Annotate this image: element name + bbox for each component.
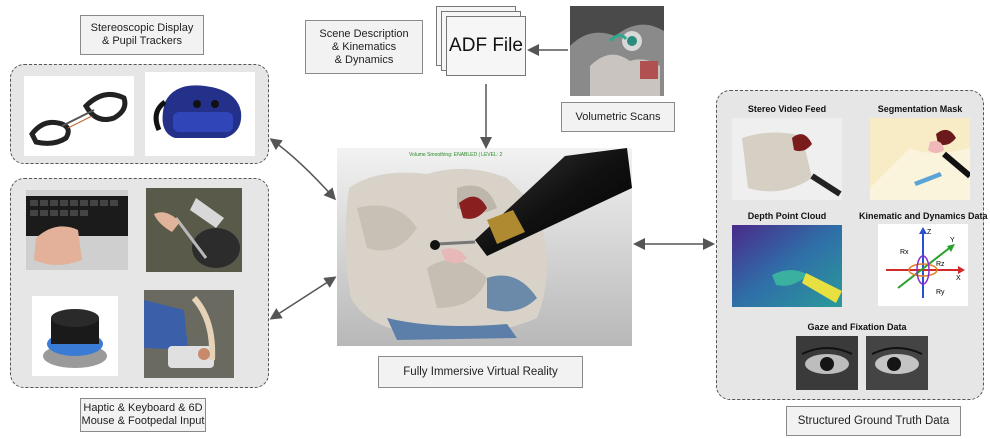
stereo-display-label: Stereoscopic Display & Pupil Trackers bbox=[80, 15, 204, 55]
volumetric-scan-image bbox=[570, 6, 664, 96]
arrow-display-screen bbox=[269, 138, 337, 201]
simulation-screen: Volume Smoothing: ENABLED | LEVEL: 2 bbox=[337, 148, 632, 346]
footpedal-image bbox=[144, 290, 234, 378]
axis-x-label: X bbox=[956, 275, 961, 282]
axis-ry-label: Ry bbox=[936, 289, 945, 296]
vr-headset-image bbox=[145, 72, 255, 156]
axis-z-label: Z bbox=[927, 229, 932, 236]
depth-title: Depth Point Cloud bbox=[747, 211, 827, 221]
scene-description-label: Scene Description & Kinematics & Dynamic… bbox=[305, 20, 423, 74]
segmentation-title: Segmentation Mask bbox=[877, 104, 963, 114]
volumetric-scans-label: Volumetric Scans bbox=[561, 102, 675, 132]
stereo-video-title: Stereo Video Feed bbox=[747, 104, 827, 114]
spacemouse-image bbox=[32, 296, 118, 376]
arrow-input-screen bbox=[269, 276, 337, 320]
gaze-title: Gaze and Fixation Data bbox=[807, 322, 907, 332]
gaze-left-image bbox=[796, 336, 858, 390]
axis-rz-label: Rz bbox=[936, 261, 945, 268]
haptic-device-image bbox=[146, 188, 242, 272]
ground-truth-label: Structured Ground Truth Data bbox=[786, 406, 961, 436]
simulation-caption: Volume Smoothing: ENABLED | LEVEL: 2 bbox=[409, 152, 503, 158]
pupil-tracker-image bbox=[24, 76, 134, 156]
kinematic-title: Kinematic and Dynamics Data bbox=[859, 211, 988, 221]
stereo-video-image bbox=[732, 118, 842, 200]
keyboard-image bbox=[26, 190, 128, 270]
segmentation-image bbox=[870, 118, 970, 200]
haptic-input-label: Haptic & Keyboard & 6D Mouse & Footpedal… bbox=[80, 398, 206, 432]
adf-file-label: ADF File bbox=[449, 35, 523, 56]
adf-file-box: ADF File bbox=[446, 16, 526, 76]
depth-image bbox=[732, 225, 842, 307]
axis-rx-label: Rx bbox=[900, 249, 909, 256]
axis-y-label: Y bbox=[950, 237, 955, 244]
kinematic-axes-image: Z Y X Rx Ry Rz bbox=[878, 224, 968, 306]
immersive-vr-label: Fully Immersive Virtual Reality bbox=[378, 356, 583, 388]
gaze-right-image bbox=[866, 336, 928, 390]
